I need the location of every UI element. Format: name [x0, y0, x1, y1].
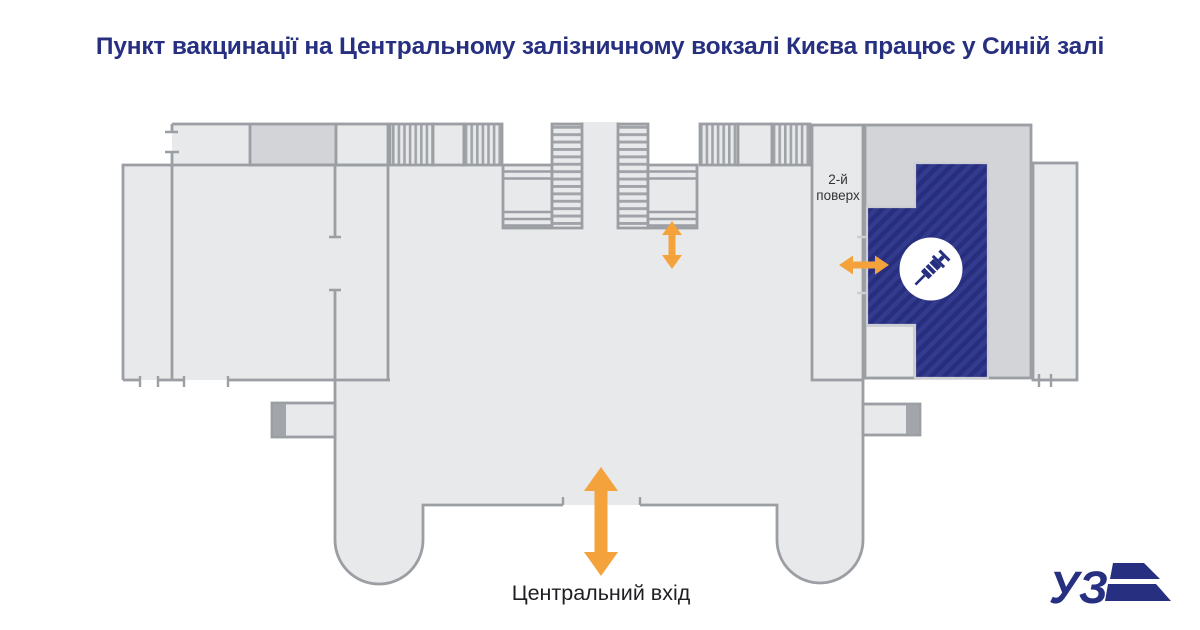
stair-landing [501, 163, 554, 230]
band-dark-room-left [248, 122, 338, 167]
uz-logo-train-bottom-stripe [1105, 584, 1171, 601]
left-wing-walls [121, 163, 390, 382]
stair-steps [648, 170, 697, 227]
railing-strip-4 [770, 122, 812, 167]
labels: 2-й поверх Центральний вхід [512, 172, 860, 605]
floor-areas [123, 122, 863, 584]
railing-strip-3 [698, 122, 740, 167]
left-wing-door-ticks [138, 376, 230, 387]
band-room-left-door-ticks [165, 130, 179, 154]
railing-strip-2 [462, 122, 504, 167]
uz-logo-text: УЗ [1049, 562, 1108, 613]
arrows [584, 221, 889, 576]
stair-landing [646, 163, 699, 230]
porches [270, 401, 922, 439]
second-floor-corridor [810, 123, 865, 382]
block-pocket-room [863, 323, 917, 380]
left-porch-cap [273, 404, 286, 436]
stairs-passage-floor [580, 122, 620, 227]
stair-flight [550, 122, 584, 230]
floor-label-line1: 2-й [828, 172, 848, 187]
railing-strip-1 [388, 122, 435, 167]
blue-hall-door-ticks [857, 235, 868, 295]
stair-steps [503, 170, 552, 227]
staircase-right [616, 122, 699, 230]
band-room-3 [736, 122, 774, 167]
right-porch-cap [906, 405, 919, 434]
hall-perimeter-right [640, 380, 865, 585]
uz-logo: УЗ [1049, 562, 1171, 613]
staircase-left [501, 122, 584, 230]
band-room-2 [431, 122, 466, 167]
band-room-left-floor [172, 124, 250, 165]
floor-label-line2: поверх [816, 188, 860, 203]
hall-arrow-icon [839, 255, 889, 275]
upper-band [165, 122, 812, 167]
band-room-mid [334, 122, 390, 167]
entrance-arrow-icon [584, 467, 618, 576]
right-annex-room [1031, 161, 1079, 382]
hall-perimeter-left [333, 290, 563, 586]
blue-hall [857, 161, 990, 380]
left-wing-floor [123, 165, 388, 380]
central-hall-floor [335, 165, 863, 584]
entrance-door-ticks [561, 497, 642, 505]
right-annex-door-ticks [1037, 374, 1053, 387]
walls [121, 163, 865, 586]
syringe-icon [914, 249, 951, 286]
stairs-arrow-icon [662, 221, 682, 269]
entrance-label: Центральний вхід [512, 581, 691, 605]
uz-logo-train-top-stripe [1110, 563, 1160, 579]
page-title: Пункт вакцинації на Центральному залізни… [95, 33, 1105, 60]
stair-flight [616, 122, 650, 230]
